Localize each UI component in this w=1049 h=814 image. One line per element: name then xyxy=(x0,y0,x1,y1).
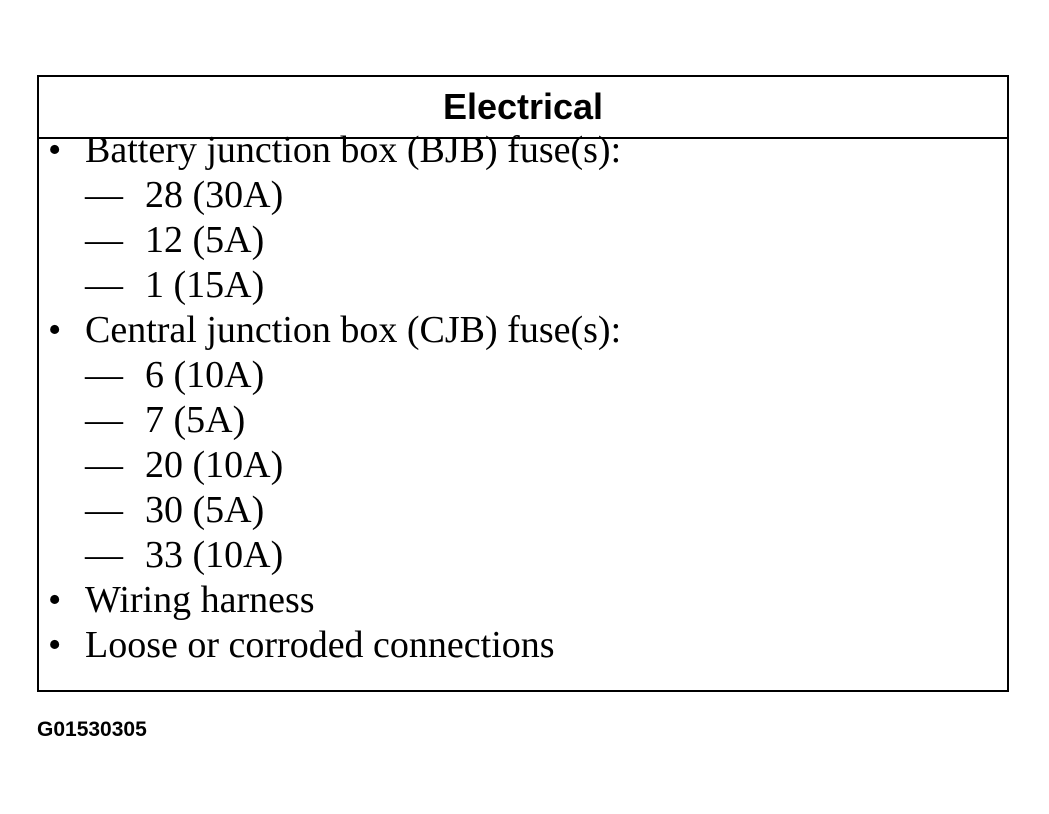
table-title: Electrical xyxy=(442,86,604,127)
fuse-item: — 30 (5A) xyxy=(39,489,1007,555)
dash-marker: — xyxy=(85,174,123,216)
dash-marker: — xyxy=(85,354,123,396)
bullet-item: • Central junction box (CJB) fuse(s): xyxy=(39,309,1007,375)
dash-marker: — xyxy=(85,534,123,576)
fuse-text: 33 (10A) xyxy=(145,534,284,576)
bullet-marker: • xyxy=(48,624,62,666)
dash-marker: — xyxy=(85,264,123,306)
bullet-text: Loose or corroded connections xyxy=(85,624,555,666)
bullet-marker: • xyxy=(48,309,62,351)
bullet-text: Central junction box (CJB) fuse(s): xyxy=(85,309,622,351)
fuse-text: 1 (15A) xyxy=(145,264,265,306)
fuse-item: — 7 (5A) xyxy=(39,399,1007,465)
dash-marker: — xyxy=(85,399,123,441)
table-header: Electrical xyxy=(39,77,1007,139)
electrical-table: Electrical • Battery junction box (BJB) f… xyxy=(37,75,1009,692)
fuse-text: 6 (10A) xyxy=(145,354,265,396)
bullet-item: • Loose or corroded connections xyxy=(39,624,1007,690)
bullet-text: Wiring harness xyxy=(85,579,315,621)
bullet-text: Battery junction box (BJB) fuse(s): xyxy=(85,129,622,171)
fuse-item: — 28 (30A) xyxy=(39,174,1007,240)
bullet-item: • Wiring harness xyxy=(39,579,1007,645)
fuse-text: 30 (5A) xyxy=(145,489,265,531)
fuse-item: — 20 (10A) xyxy=(39,444,1007,510)
fuse-item: — 12 (5A) xyxy=(39,219,1007,285)
bullet-marker: • xyxy=(48,129,62,171)
fuse-text: 7 (5A) xyxy=(145,399,246,441)
dash-marker: — xyxy=(85,444,123,486)
fuse-text: 28 (30A) xyxy=(145,174,284,216)
fuse-text: 12 (5A) xyxy=(145,219,265,261)
item-list: •Battery junction box (BJB) fuse(s):—28 … xyxy=(39,129,1007,690)
fuse-item: — 6 (10A) xyxy=(39,354,1007,420)
dash-marker: — xyxy=(85,219,123,261)
fuse-text: 20 (10A) xyxy=(145,444,284,486)
bullet-item: • Battery junction box (BJB) fuse(s): xyxy=(39,129,1007,195)
fuse-item: — 1 (15A) xyxy=(39,264,1007,330)
figure-id: G01530305 xyxy=(37,718,147,741)
dash-marker: — xyxy=(85,489,123,531)
bullet-marker: • xyxy=(48,579,62,621)
fuse-item: — 33 (10A) xyxy=(39,534,1007,600)
